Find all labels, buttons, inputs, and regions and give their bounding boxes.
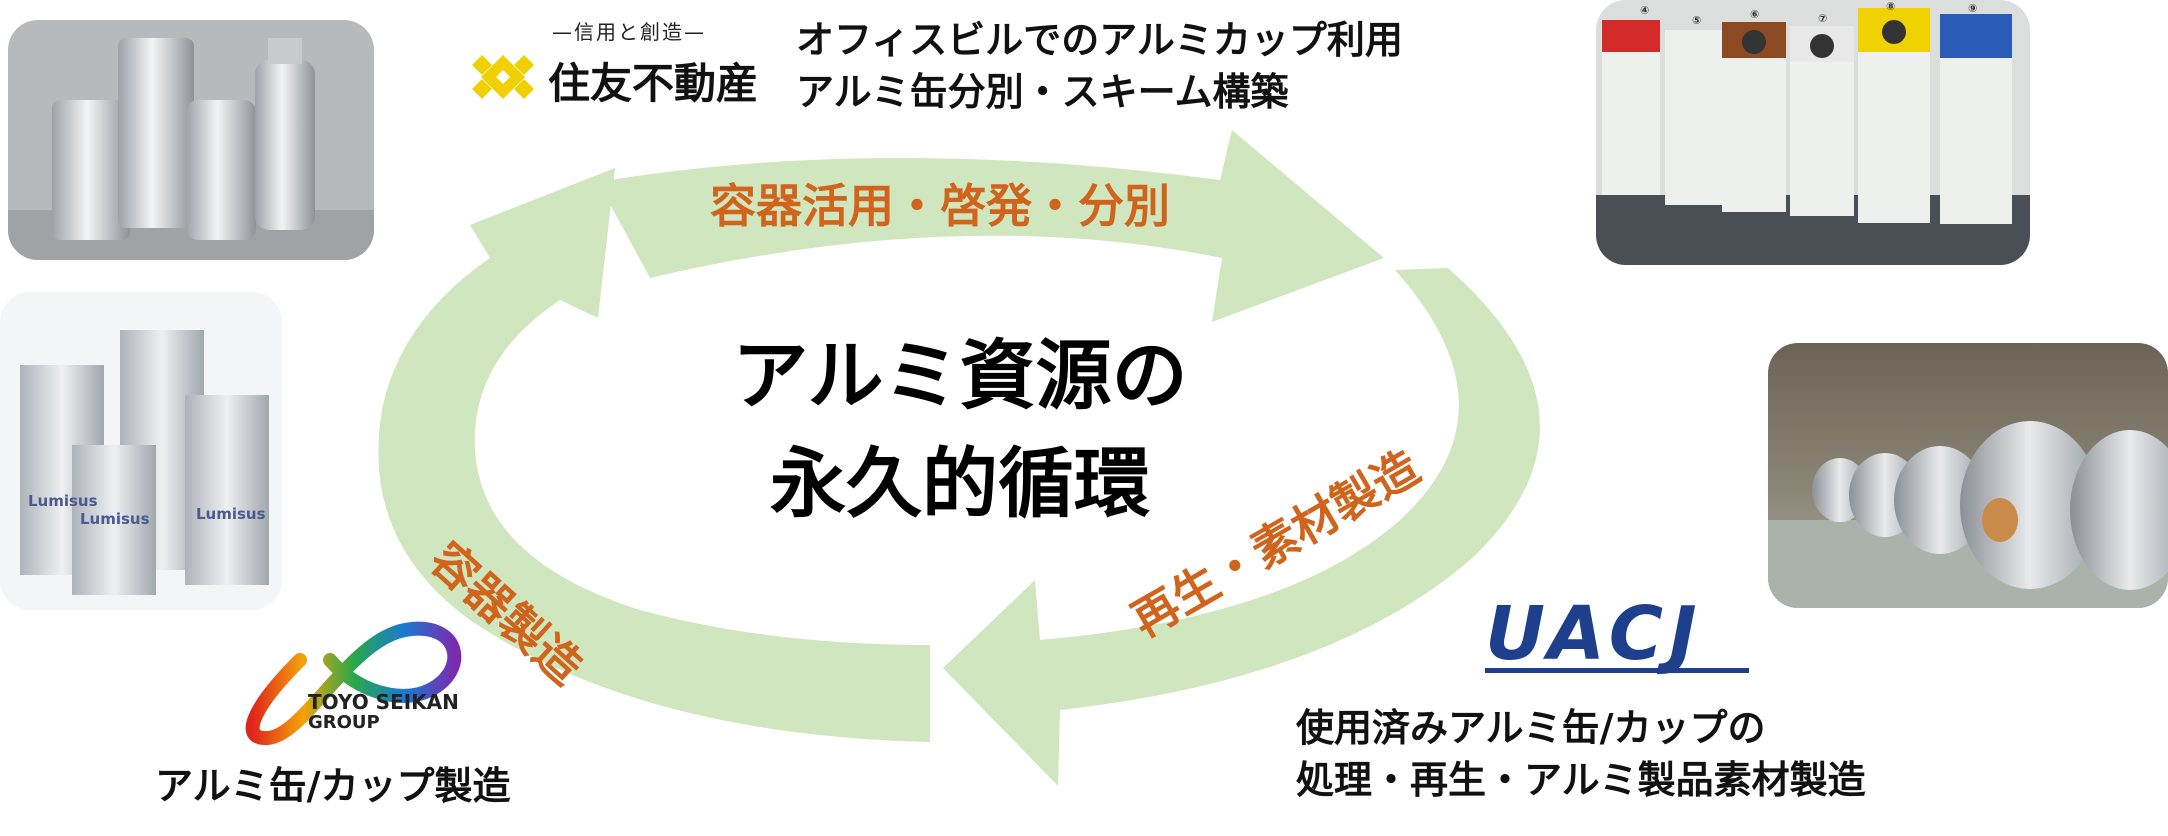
photo-recycling-bins xyxy=(1596,0,2030,265)
uacj-logo-underline xyxy=(1485,668,1749,673)
arrow-label-top: 容器活用・啓発・分別 xyxy=(710,179,1170,233)
bin-number-1: ④ xyxy=(1640,4,1650,17)
toyo-seikan-logo-icon xyxy=(245,621,462,746)
uacj-logo: UACJ xyxy=(1485,591,1703,677)
arrow-top xyxy=(598,130,1384,322)
bin-number-2: ⑤ xyxy=(1692,14,1702,27)
arrow-left xyxy=(378,168,930,742)
center-title-line-1: アルミ資源の xyxy=(732,331,1188,420)
sumitomo-tagline: —信用と創造— xyxy=(552,20,706,44)
cup-brand-label-3: Lumisus xyxy=(196,505,266,523)
center-title-line-2: 永久的循環 xyxy=(770,439,1150,528)
uacj-desc-line-1: 使用済みアルミ缶/カップの xyxy=(1296,706,1766,750)
arrow-bottom-right xyxy=(943,268,1540,786)
sumitomo-desc-line-2: アルミ缶分別・スキーム構築 xyxy=(796,70,1289,114)
bin-number-4: ⑦ xyxy=(1818,12,1828,25)
bin-number-3: ⑥ xyxy=(1750,8,1760,21)
toyo-seikan-desc: アルミ缶/カップ製造 xyxy=(155,764,511,808)
sumitomo-logo-icon xyxy=(472,55,534,99)
bin-number-5: ⑧ xyxy=(1886,0,1896,13)
sumitomo-name: 住友不動産 xyxy=(548,59,759,108)
sumitomo-desc-line-1: オフィスビルでのアルミカップ利用 xyxy=(796,18,1403,62)
center-title: アルミ資源の 永久的循環 xyxy=(700,322,1220,538)
toyo-seikan-name: TOYO SEIKAN xyxy=(308,690,459,714)
toyo-seikan-group: GROUP xyxy=(308,712,380,733)
photo-aluminum-coils xyxy=(1768,343,2168,608)
cup-brand-label-1: Lumisus xyxy=(28,492,98,510)
photo-aluminum-cans xyxy=(8,20,374,260)
photo-lumisus-cups xyxy=(0,292,282,610)
uacj-desc-line-2: 処理・再生・アルミ製品素材製造 xyxy=(1296,758,1866,802)
bin-number-6: ⑨ xyxy=(1968,2,1978,15)
cup-brand-label-2: Lumisus xyxy=(80,510,150,528)
